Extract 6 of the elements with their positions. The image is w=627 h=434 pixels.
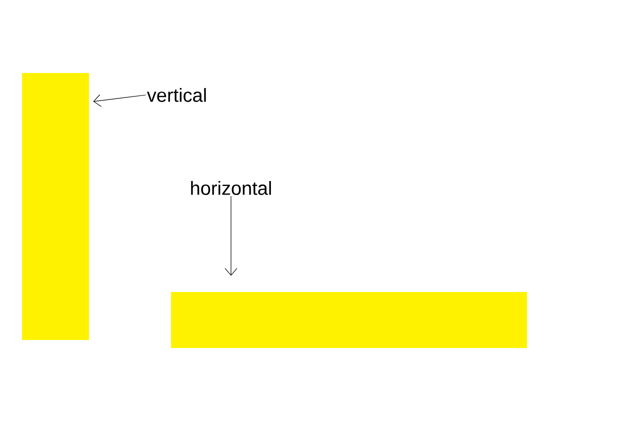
label-text: horizontal — [191, 181, 271, 195]
label-text: vertical — [146, 88, 206, 102]
leader-arrow — [93, 94, 146, 107]
bar — [171, 292, 527, 348]
leader-arrow — [224, 196, 238, 276]
bar — [22, 73, 89, 340]
